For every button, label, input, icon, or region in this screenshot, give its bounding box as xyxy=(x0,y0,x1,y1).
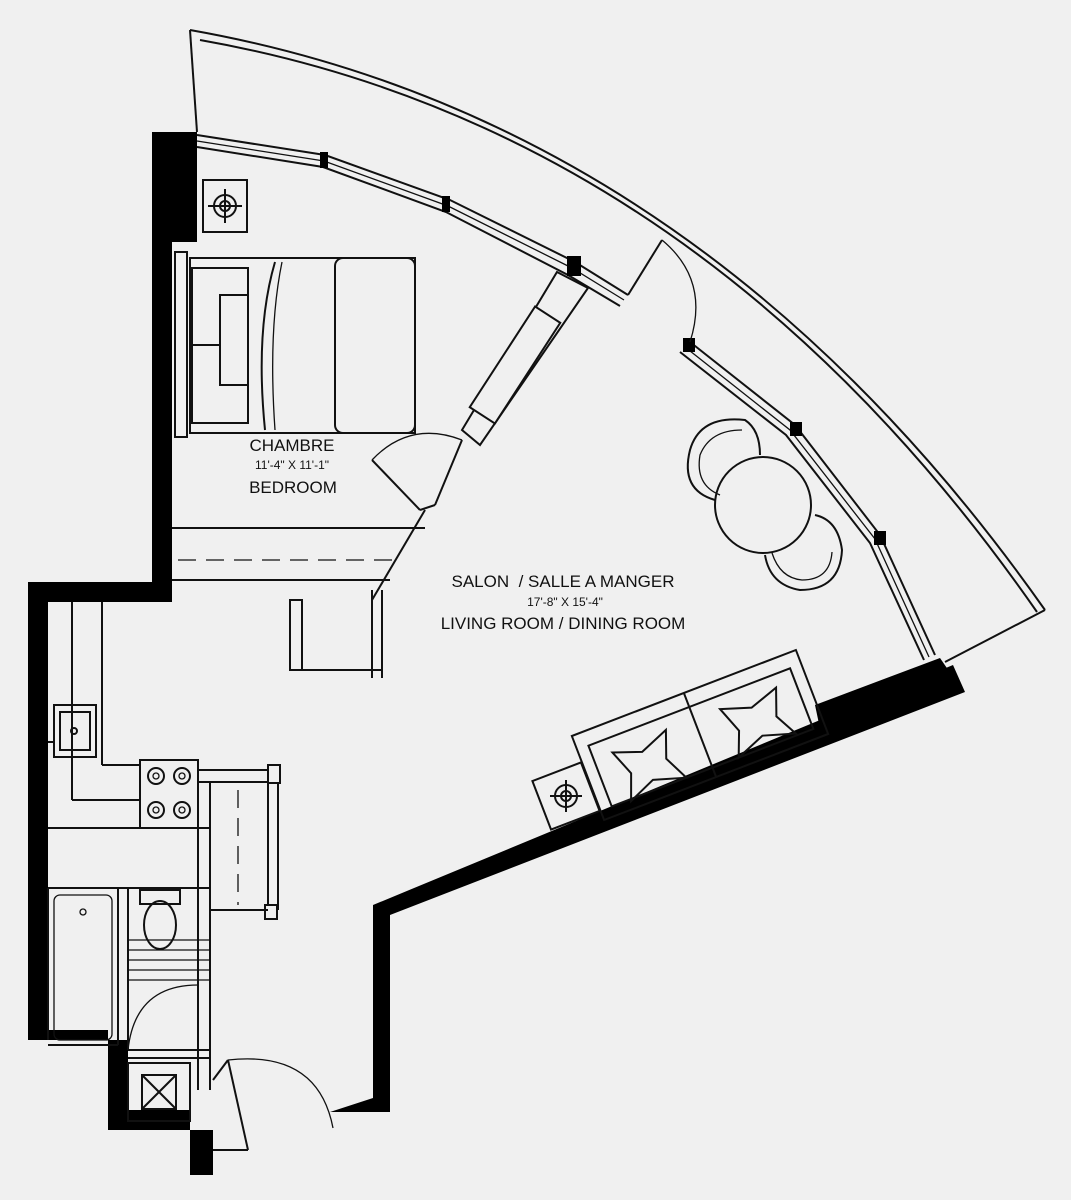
toilet-icon xyxy=(139,889,181,950)
cushion-icon xyxy=(717,685,799,760)
thermostat-icon xyxy=(202,179,248,233)
bathroom xyxy=(47,888,210,1122)
cushion-icon xyxy=(610,727,689,804)
wall-living-southeast xyxy=(815,658,962,738)
hall-closet xyxy=(197,764,281,1090)
living-label: SALON / SALLE A MANGER 17'-8" X 15'-4" L… xyxy=(441,572,686,633)
living-dimensions: 17'-8" X 15'-4" xyxy=(527,595,603,609)
living-name-fr: SALON / SALLE A MANGER xyxy=(452,572,675,591)
bathtub-icon xyxy=(53,894,113,1041)
sink-icon xyxy=(48,704,97,758)
living-name-en: LIVING ROOM / DINING ROOM xyxy=(441,614,686,633)
wall-entry-step xyxy=(108,1110,213,1175)
entry-door xyxy=(212,1058,334,1151)
bedroom-name-fr: CHAMBRE xyxy=(249,436,334,455)
shower-drain-icon xyxy=(127,1062,191,1122)
bedroom-label: CHAMBRE 11'-4" X 11'-1" BEDROOM xyxy=(249,436,337,497)
dining-set xyxy=(686,418,844,592)
wall-bedroom-west xyxy=(152,132,197,598)
thermostat-icon xyxy=(531,761,601,831)
wall-south-diagonal xyxy=(330,665,965,1112)
bedroom-dimensions: 11'-4" X 11'-1" xyxy=(255,458,329,472)
balcony-door xyxy=(627,239,697,343)
wall-entry-bottom xyxy=(190,1140,213,1165)
exterior-walls xyxy=(28,132,965,1175)
bedroom-name-en: BEDROOM xyxy=(249,478,337,497)
bedroom-partition xyxy=(172,270,590,678)
balcony xyxy=(189,29,1046,663)
wall-kitchen-north xyxy=(28,582,172,1040)
kitchen xyxy=(48,602,210,889)
stove-burner-icon xyxy=(139,759,199,829)
bed xyxy=(174,251,416,438)
window-wall xyxy=(196,134,936,661)
